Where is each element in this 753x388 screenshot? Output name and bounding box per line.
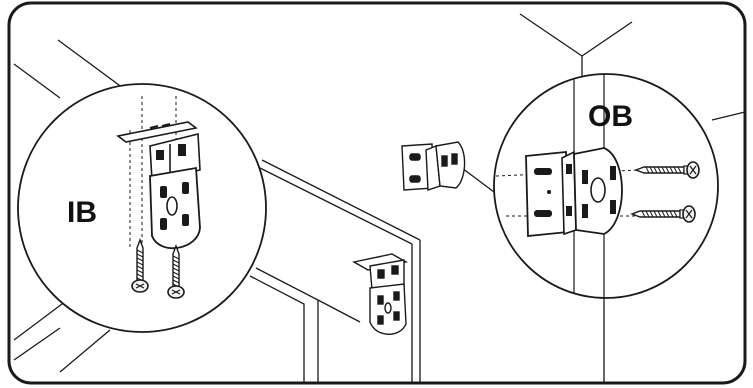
inside-mount-label: IB — [67, 196, 97, 229]
window-frame-lines — [13, 13, 746, 383]
inside-mount-bracket-small — [352, 253, 408, 335]
rounded-frame — [7, 1, 747, 385]
outside-mount-label: OB — [588, 100, 633, 133]
outside-mount-bracket-detail: OB — [493, 73, 719, 299]
inside-mount-bracket-detail: IB — [17, 83, 267, 333]
outside-mount-bracket-small — [401, 141, 466, 191]
